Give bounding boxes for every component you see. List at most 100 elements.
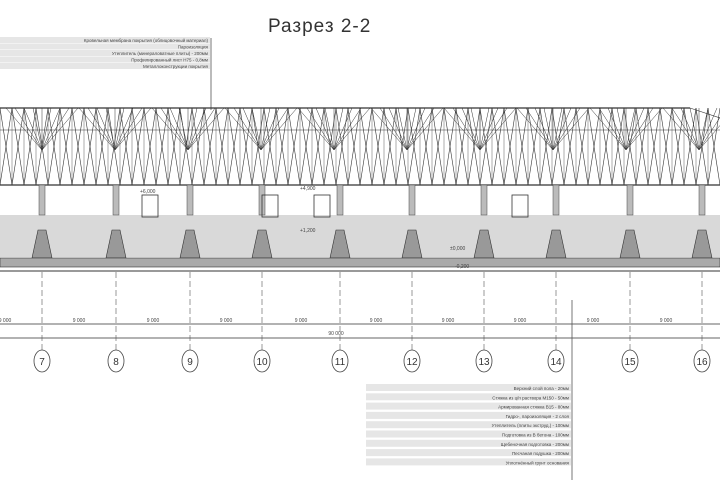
truss-fan <box>516 107 554 151</box>
column <box>112 184 120 216</box>
axis-bubble <box>33 349 51 373</box>
axis-bubble <box>331 349 349 373</box>
note-band <box>366 393 571 401</box>
floor-note: Песчаная подушка - 200мм <box>512 451 569 456</box>
truss-fan <box>187 107 225 151</box>
note-band <box>366 458 571 466</box>
note-band <box>0 50 210 56</box>
column <box>38 184 46 216</box>
axis-bubble <box>107 349 125 373</box>
axis-label: 14 <box>550 357 562 368</box>
truss-fan <box>625 107 663 151</box>
truss-fan <box>370 107 408 151</box>
truss-fan <box>443 107 481 151</box>
truss-fan <box>406 107 426 151</box>
truss-fan <box>78 107 116 151</box>
column <box>336 184 344 216</box>
truss-diagonal <box>455 107 469 186</box>
truss-fan <box>242 107 262 151</box>
note-band <box>0 63 210 69</box>
door <box>511 194 529 218</box>
truss-diagonal <box>59 107 73 186</box>
truss-diagonal <box>191 107 205 186</box>
axis-label: 8 <box>113 357 119 368</box>
axis-bubble <box>475 349 493 373</box>
truss-diagonal <box>383 107 397 186</box>
note-band <box>366 384 571 391</box>
roof-note: Металлоконструкции покрытия <box>143 64 209 69</box>
axis-bubble <box>181 349 199 373</box>
truss-fan <box>662 107 700 151</box>
truss-fan <box>23 107 43 151</box>
truss-diagonal <box>299 107 313 186</box>
truss-fan <box>589 107 627 151</box>
truss-diagonal <box>311 107 325 186</box>
truss-diagonal <box>83 107 97 186</box>
span-label: 9 000 <box>514 318 527 324</box>
truss-diagonal <box>263 107 277 186</box>
truss-diagonal <box>599 107 613 186</box>
truss-fan <box>616 107 627 151</box>
roof-note: Кровельная мембрана покрытия (облицовочн… <box>84 37 209 43</box>
truss-fan <box>178 107 189 151</box>
truss-fan <box>315 107 335 151</box>
truss-fan <box>333 107 353 151</box>
truss-fan <box>114 107 125 151</box>
truss-diagonal <box>47 107 61 186</box>
truss-fan <box>87 107 116 151</box>
truss-fan <box>552 107 572 151</box>
truss-fan <box>233 107 262 151</box>
truss-fan <box>32 107 43 151</box>
truss-fan <box>543 107 554 151</box>
truss-fan <box>333 107 344 151</box>
truss-fan <box>552 107 590 151</box>
truss-fan <box>169 107 189 151</box>
truss-fan <box>698 125 720 151</box>
truss-fan <box>333 107 362 151</box>
note-band <box>366 430 571 438</box>
floor-note: Армированная стяжка В15 - 80мм <box>498 405 569 410</box>
truss-fan <box>689 107 700 151</box>
floor-note: Стяжка из ц/п раствора М150 - 50мм <box>492 395 569 400</box>
note-band <box>366 439 571 447</box>
truss-fan <box>479 107 517 151</box>
truss-diagonal <box>683 107 697 186</box>
truss-fan <box>625 107 645 151</box>
truss-diagonal <box>335 107 349 186</box>
axis-label: 12 <box>406 357 418 368</box>
span-label: 9 000 <box>295 318 308 324</box>
truss-fan <box>698 116 720 151</box>
floor-note: Подготовка из В бетона - 100мм <box>502 433 569 438</box>
truss-diagonal <box>515 107 529 186</box>
roof-notes-callout: Кровельная мембрана покрытия (облицовочн… <box>0 37 212 110</box>
truss-fan <box>625 107 654 151</box>
truss-fan <box>698 107 718 151</box>
roof-note: Пароизоляция <box>178 45 209 50</box>
truss-diagonal <box>467 107 481 186</box>
truss-diagonal <box>143 107 157 186</box>
truss-fan <box>96 107 116 151</box>
truss-diagonal <box>623 107 637 186</box>
door <box>261 194 279 218</box>
truss-fan <box>41 107 70 151</box>
span-label: 9 000 <box>660 318 673 324</box>
truss-fan <box>607 107 627 151</box>
section-title: Разрез 2-2 <box>268 16 372 37</box>
truss-diagonal <box>215 107 229 186</box>
door <box>141 194 159 218</box>
axis-bubble <box>253 349 271 373</box>
truss-fan <box>333 107 371 151</box>
truss-fan <box>114 107 143 151</box>
truss-fan <box>552 107 581 151</box>
truss-fan <box>41 107 52 151</box>
elevation-label: ±0,000 <box>450 246 465 252</box>
truss-fan <box>187 107 207 151</box>
truss-fan <box>105 107 116 151</box>
column <box>626 184 634 216</box>
column <box>552 184 560 216</box>
truss-fan <box>151 107 189 151</box>
axis-label: 10 <box>256 357 268 368</box>
